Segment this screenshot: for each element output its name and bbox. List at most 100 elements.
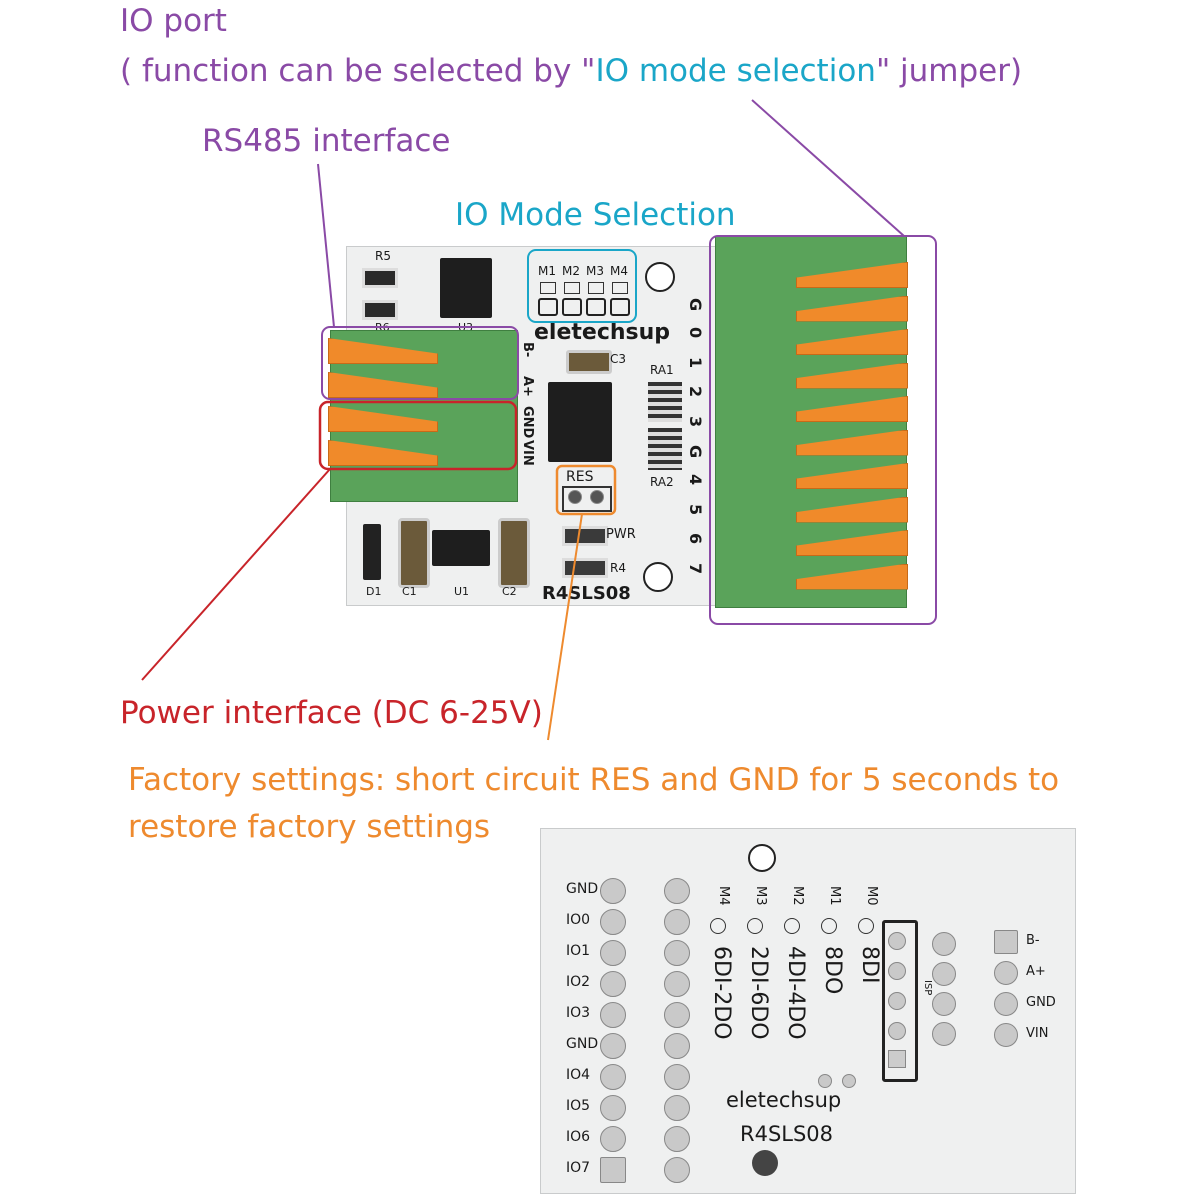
jumper-pad — [612, 282, 628, 294]
mode-jumper-pad — [747, 918, 763, 934]
header-pad — [664, 1095, 690, 1121]
header-pad — [664, 1033, 690, 1059]
mounting-hole — [645, 262, 675, 292]
header-pad — [664, 1064, 690, 1090]
header-pad — [664, 909, 690, 935]
rs485-pad — [994, 961, 1018, 985]
via-pad — [932, 992, 956, 1016]
gnd-pin — [590, 490, 604, 504]
mode-jumper-m4: M4 — [610, 264, 628, 278]
c1-label: C1 — [402, 585, 417, 598]
factory-settings-line1: Factory settings: short circuit RES and … — [128, 762, 1060, 798]
jumper-pad — [586, 298, 606, 316]
via-pad — [842, 1074, 856, 1088]
header-pad — [600, 1095, 626, 1121]
io-mode-box — [527, 249, 637, 323]
header-pad — [664, 1126, 690, 1152]
io-mode-selection-label: IO Mode Selection — [455, 197, 736, 233]
header-pad — [600, 1064, 626, 1090]
io-port-note-prefix: ( function can be selected by " — [120, 53, 596, 89]
header-pad — [600, 1126, 626, 1152]
bottom-io-label: IO5 — [566, 1098, 591, 1114]
chip-u3 — [440, 258, 492, 318]
io-port-note: ( function can be selected by "IO mode s… — [120, 56, 1022, 87]
bottom-io-label: GND — [566, 1036, 599, 1052]
u1-label: U1 — [454, 585, 470, 598]
capacitor-c3 — [566, 350, 612, 374]
bottom-io-label: IO3 — [566, 1005, 591, 1021]
bottom-model: R4SLS08 — [740, 1122, 834, 1146]
power-box — [318, 400, 518, 471]
via-pad — [932, 962, 956, 986]
r5-label: R5 — [375, 249, 391, 263]
c2-label: C2 — [502, 585, 517, 598]
bottom-brand: eletechsup — [726, 1088, 842, 1112]
mode-jumper-m2: M2 — [562, 264, 580, 278]
rs485-pad — [994, 992, 1018, 1016]
bottom-io-label: IO2 — [566, 974, 591, 990]
board-bottom — [540, 828, 1076, 1194]
rs485-pin-label: GND — [1026, 995, 1056, 1010]
io-port-box — [709, 235, 937, 625]
via-pad — [932, 1022, 956, 1046]
chip-main — [548, 382, 612, 462]
rs485-leader — [317, 163, 335, 328]
d1-label: D1 — [366, 585, 382, 598]
top-model: R4SLS08 — [542, 583, 631, 604]
resistor-array-ra1 — [648, 382, 682, 422]
bottom-io-label: IO4 — [566, 1067, 591, 1083]
power-interface-label: Power interface (DC 6-25V) — [120, 695, 543, 731]
header-pad — [664, 1002, 690, 1028]
bottom-io-label: IO1 — [566, 943, 591, 959]
jumper-pad — [538, 298, 558, 316]
header-pad — [664, 1157, 690, 1183]
via-pad — [818, 1074, 832, 1088]
isp-pin — [888, 992, 906, 1010]
rs485-box — [321, 326, 519, 400]
io-port-leader — [751, 99, 905, 237]
header-pad — [600, 1002, 626, 1028]
jumper-pad — [588, 282, 604, 294]
bottom-io-label: IO0 — [566, 912, 591, 928]
header-pad — [600, 909, 626, 935]
rs485-pin-label: VIN — [1026, 1026, 1049, 1041]
resistor-r6 — [362, 300, 398, 320]
res-pin — [568, 490, 582, 504]
capacitor-c2 — [498, 518, 530, 588]
regulator-u1 — [432, 530, 490, 566]
rs485-pad — [994, 930, 1018, 954]
bottom-io-label: IO6 — [566, 1129, 591, 1145]
ra2-label: RA2 — [650, 475, 674, 489]
factory-settings-line2: restore factory settings — [128, 809, 491, 845]
power-leader — [141, 468, 331, 681]
io-port-title: IO port — [120, 3, 227, 39]
capacitor-c1 — [398, 518, 430, 588]
header-pad — [600, 971, 626, 997]
header-pad — [600, 1157, 626, 1183]
via-pad — [932, 932, 956, 956]
isp-pin — [888, 962, 906, 980]
top-brand: eletechsup — [534, 320, 671, 345]
c3-label: C3 — [610, 352, 627, 366]
res-box — [555, 464, 617, 516]
pwr-led — [562, 526, 608, 546]
mounting-hole — [748, 844, 776, 872]
header-pad — [600, 1033, 626, 1059]
r4-label: R4 — [610, 561, 626, 575]
mode-jumper-pad — [821, 918, 837, 934]
header-pad — [664, 940, 690, 966]
rs485-pad — [994, 1023, 1018, 1047]
factory-leader — [547, 513, 583, 741]
isp-pin — [888, 1050, 906, 1068]
rs485-pin-label: B- — [1026, 933, 1040, 948]
header-pad — [664, 971, 690, 997]
mounting-hole — [752, 1150, 778, 1176]
diode-d1 — [363, 524, 381, 580]
bottom-io-label: IO7 — [566, 1160, 591, 1176]
res-header — [562, 486, 612, 512]
jumper-pad — [540, 282, 556, 294]
header-pad — [664, 878, 690, 904]
isp-pin — [888, 1022, 906, 1040]
mode-jumper-pad — [710, 918, 726, 934]
